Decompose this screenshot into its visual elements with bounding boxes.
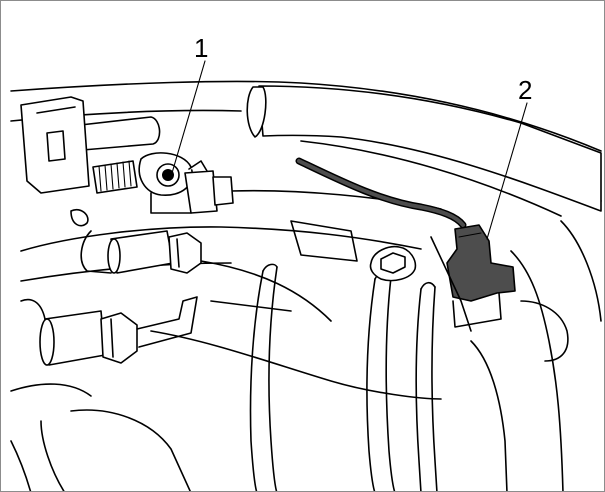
nut-item-1 [138, 152, 194, 214]
sensor-connector-item-2 [446, 224, 516, 328]
hose-clip [184, 160, 234, 214]
wiring-harness [295, 157, 467, 229]
leader-lines [171, 60, 528, 240]
coolant-hose [246, 85, 602, 212]
manifold-bolt [369, 245, 417, 282]
leader-line-2 [486, 102, 528, 240]
sleeve-bolt-lower [20, 296, 198, 366]
spring-coil [92, 160, 138, 194]
upper-pipe [62, 116, 161, 152]
callout-2: 2 [518, 75, 533, 105]
callout-1: 1 [194, 33, 209, 63]
manifold-body [10, 220, 442, 491]
sleeve-bolt-upper [70, 208, 202, 274]
leader-line-1 [171, 60, 206, 174]
mounting-bracket [20, 96, 90, 194]
right-housing [430, 220, 602, 491]
casting-ribs [249, 263, 438, 491]
